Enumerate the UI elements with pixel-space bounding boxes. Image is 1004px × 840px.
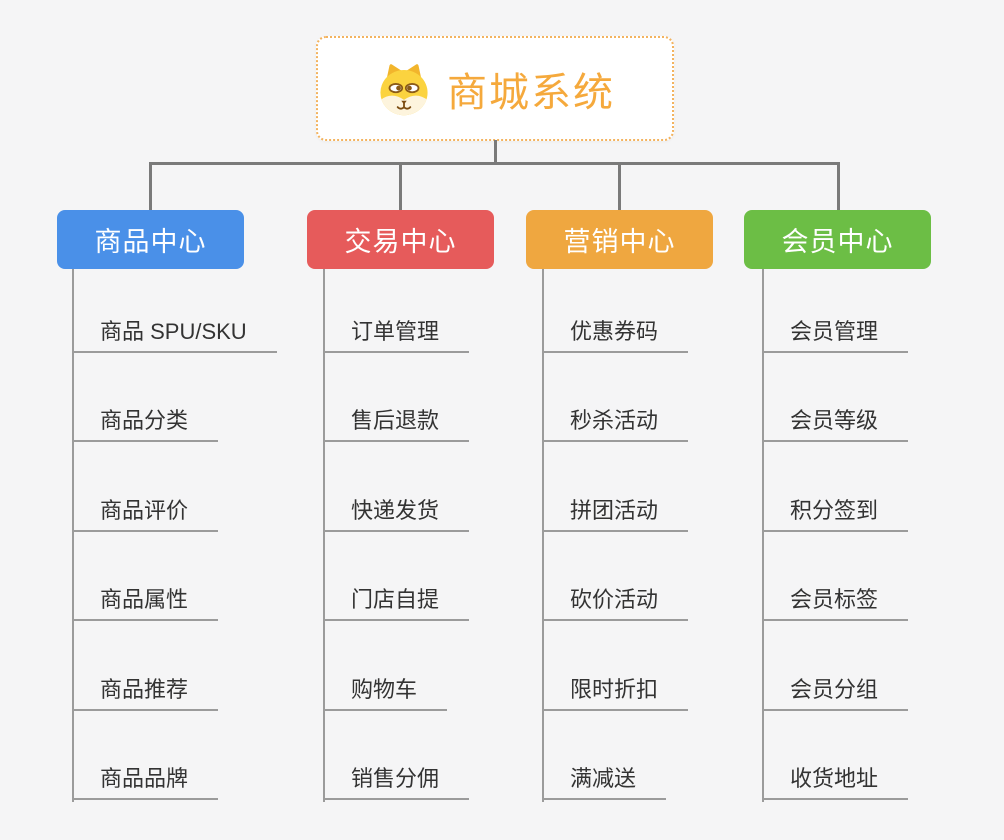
connector-spine-member	[762, 269, 764, 802]
connector-drop-trade	[399, 164, 402, 211]
connector-drop-product	[149, 164, 152, 211]
child-topic[interactable]: 门店自提	[323, 532, 470, 621]
connector-root-stem	[494, 140, 497, 163]
child-topic[interactable]: 购物车	[323, 621, 448, 711]
child-topic[interactable]: 商品属性	[72, 532, 219, 621]
connector-horizontal-bar	[149, 162, 840, 165]
root-topic-label: 商城系统	[447, 70, 615, 115]
connector-drop-marketing	[618, 164, 621, 211]
root-topic[interactable]: 商城系统	[316, 36, 674, 141]
connector-spine-trade	[323, 269, 325, 802]
branch-topic-product-center[interactable]: 商品中心	[57, 210, 244, 269]
child-topic[interactable]: 满减送	[542, 711, 667, 800]
child-topic[interactable]: 商品评价	[72, 442, 219, 532]
child-topic[interactable]: 商品分类	[72, 353, 219, 442]
child-topic[interactable]: 限时折扣	[542, 621, 689, 711]
child-topic[interactable]: 优惠券码	[542, 263, 689, 353]
child-topic[interactable]: 商品品牌	[72, 711, 219, 800]
child-topic[interactable]: 快递发货	[323, 442, 470, 532]
child-topic[interactable]: 会员等级	[762, 353, 909, 442]
branch-topic-marketing-center[interactable]: 营销中心	[526, 210, 713, 269]
child-topic[interactable]: 售后退款	[323, 353, 470, 442]
branch-children-member: 会员管理 会员等级 积分签到 会员标签 会员分组 收货地址	[762, 263, 909, 800]
connector-spine-marketing	[542, 269, 544, 802]
child-topic[interactable]: 订单管理	[323, 263, 470, 353]
connector-drop-member	[837, 164, 840, 211]
child-topic[interactable]: 收货地址	[762, 711, 909, 800]
dog-face-icon	[375, 60, 433, 118]
branch-children-trade: 订单管理 售后退款 快递发货 门店自提 购物车 销售分佣	[323, 263, 470, 800]
child-topic[interactable]: 销售分佣	[323, 711, 470, 800]
branch-topic-trade-center[interactable]: 交易中心	[307, 210, 494, 269]
branch-topic-member-center[interactable]: 会员中心	[744, 210, 931, 269]
child-topic[interactable]: 积分签到	[762, 442, 909, 532]
child-topic[interactable]: 会员分组	[762, 621, 909, 711]
child-topic[interactable]: 商品推荐	[72, 621, 219, 711]
branch-children-marketing: 优惠券码 秒杀活动 拼团活动 砍价活动 限时折扣 满减送	[542, 263, 689, 800]
child-topic[interactable]: 会员管理	[762, 263, 909, 353]
branch-children-product: 商品 SPU/SKU 商品分类 商品评价 商品属性 商品推荐 商品品牌	[72, 263, 277, 800]
child-topic[interactable]: 商品 SPU/SKU	[72, 263, 277, 353]
child-topic[interactable]: 拼团活动	[542, 442, 689, 532]
child-topic[interactable]: 砍价活动	[542, 532, 689, 621]
child-topic[interactable]: 秒杀活动	[542, 353, 689, 442]
child-topic[interactable]: 会员标签	[762, 532, 909, 621]
connector-spine-product	[72, 269, 74, 802]
